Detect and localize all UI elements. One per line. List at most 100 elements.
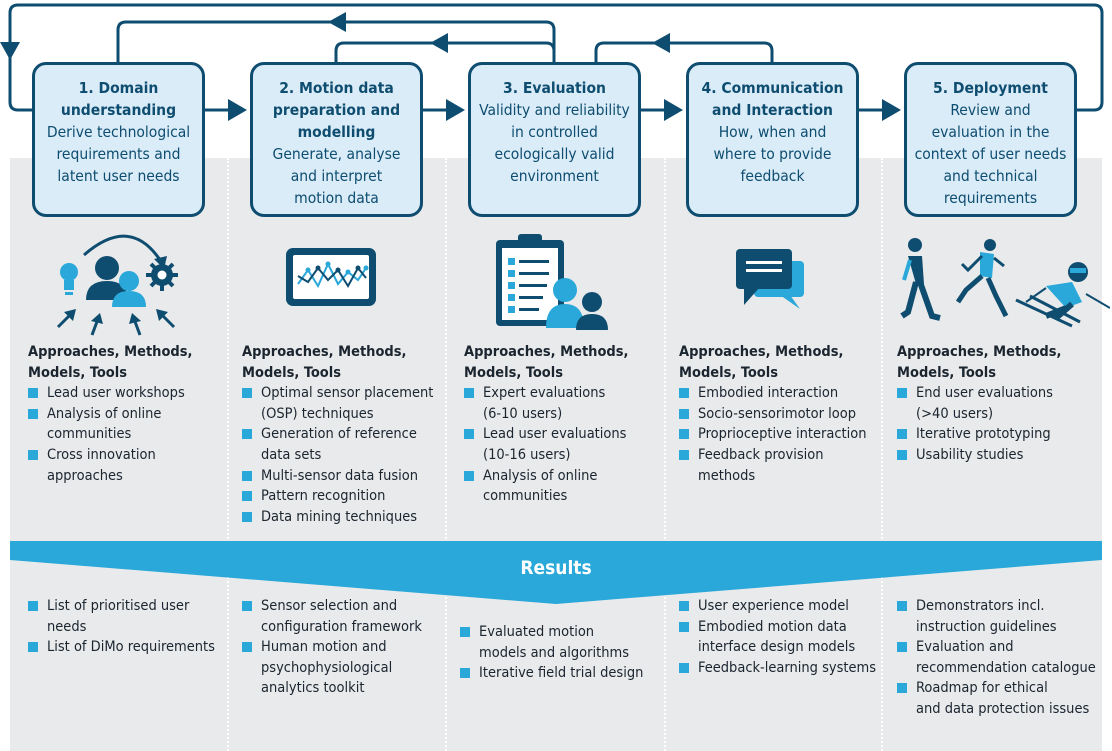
- stage-subtitle: ecologically valid: [494, 145, 615, 163]
- stage-title: preparation and: [272, 101, 401, 119]
- results-column-4: User experience model Embodied motion da…: [679, 596, 879, 678]
- stage-subtitle: motion data: [294, 189, 379, 207]
- list-item: Optimal sensor placement(OSP) techniques: [242, 383, 442, 424]
- approaches-heading: Models, Tools: [242, 364, 342, 381]
- list-item: Iterative prototyping: [897, 424, 1097, 445]
- column-separator: [445, 158, 447, 751]
- stage-subtitle: in controlled: [511, 123, 598, 141]
- results-list: Demonstrators incl.instruction guideline…: [897, 596, 1102, 720]
- stage-box-domain-understanding: 1. Domain understanding Derive technolog…: [32, 62, 205, 217]
- stage-subtitle: and interpret: [290, 167, 383, 185]
- results-list: User experience model Embodied motion da…: [679, 596, 879, 678]
- list-item: Feedback-learning systems: [679, 658, 879, 679]
- approaches-column-3: Approaches, Methods, Models, Tools Exper…: [464, 342, 660, 507]
- sensor-chart-icon: [286, 248, 376, 306]
- list-item: Usability studies: [897, 445, 1097, 466]
- stage-title: 5. Deployment: [933, 79, 1048, 97]
- stage-title: 4. Communication: [701, 79, 844, 97]
- list-item: Proprioceptive interaction: [679, 424, 879, 445]
- stage-title: 1. Domain: [78, 79, 159, 97]
- stage-subtitle: environment: [510, 167, 599, 185]
- stage-subtitle: Derive technological: [46, 123, 191, 141]
- column-separator: [881, 158, 883, 751]
- approaches-heading: Models, Tools: [679, 364, 779, 381]
- list-item: Feedback provision methods: [679, 445, 879, 486]
- stage-subtitle: Validity and reliability: [479, 101, 630, 119]
- approaches-column-5: Approaches, Methods, Models, Tools End u…: [897, 342, 1097, 466]
- list-item: End user evaluations(>40 users): [897, 383, 1097, 424]
- stage-subtitle: latent user needs: [57, 167, 180, 185]
- approaches-list: Optimal sensor placement(OSP) techniques…: [242, 383, 442, 527]
- stage-title: 3. Evaluation: [503, 79, 606, 97]
- approaches-heading: Approaches, Methods,: [464, 344, 629, 360]
- approaches-heading: Models, Tools: [897, 364, 997, 381]
- column-separator: [664, 158, 666, 751]
- approaches-column-1: Approaches, Methods, Models, Tools Lead …: [28, 342, 223, 486]
- clipboard-users-icon: [496, 234, 608, 330]
- stage-title: understanding: [60, 101, 177, 119]
- approaches-list: Expert evaluations(6-10 users) Lead user…: [464, 383, 660, 507]
- list-item: Socio-sensorimotor loop: [679, 404, 879, 425]
- stage-subtitle: where to provide: [713, 145, 832, 163]
- results-column-5: Demonstrators incl.instruction guideline…: [897, 596, 1102, 720]
- stage-subtitle: Review and: [950, 101, 1031, 119]
- list-item: Demonstrators incl.instruction guideline…: [897, 596, 1102, 637]
- list-item: Embodied interaction: [679, 383, 879, 404]
- approaches-column-2: Approaches, Methods, Models, Tools Optim…: [242, 342, 442, 527]
- stage-box-deployment: 5. Deployment Review and evaluation in t…: [904, 62, 1077, 217]
- walk-run-ski-icon: [900, 238, 1110, 328]
- approaches-heading: Approaches, Methods,: [28, 344, 193, 360]
- chat-bubbles-icon: [736, 249, 804, 309]
- stage-subtitle: requirements and: [56, 145, 181, 163]
- stage-subtitle: and technical: [943, 167, 1038, 185]
- stage-title: modelling: [297, 123, 376, 141]
- approaches-list: End user evaluations(>40 users) Iterativ…: [897, 383, 1097, 465]
- ideation-users-icon: [56, 234, 178, 336]
- stage-subtitle: Generate, analyse: [272, 145, 401, 163]
- stage-title: and Interaction: [712, 101, 833, 119]
- list-item: List of DiMo requirements: [28, 637, 223, 658]
- list-item: Pattern recognition: [242, 486, 442, 507]
- list-item: Iterative field trial design: [460, 663, 660, 684]
- list-item: Lead user workshops: [28, 383, 223, 404]
- approaches-heading: Models, Tools: [28, 364, 128, 381]
- list-item: Data mining techniques: [242, 507, 442, 528]
- list-item: Lead user evaluations(10-16 users): [464, 424, 660, 465]
- list-item: Multi-sensor data fusion: [242, 466, 442, 487]
- list-item: User experience model: [679, 596, 879, 617]
- column-separator: [227, 158, 229, 751]
- results-label: Results: [520, 557, 592, 579]
- approaches-list: Embodied interaction Socio-sensorimotor …: [679, 383, 879, 486]
- stage-subtitle: feedback: [740, 167, 805, 185]
- stage-subtitle: How, when and: [718, 123, 827, 141]
- list-item: Expert evaluations(6-10 users): [464, 383, 660, 424]
- stage-subtitle: requirements: [943, 189, 1038, 207]
- stage-subtitle: evaluation in the: [931, 123, 1050, 141]
- stage-box-motion-data: 2. Motion data preparation and modelling…: [250, 62, 423, 217]
- approaches-heading: Approaches, Methods,: [897, 344, 1062, 360]
- approaches-heading: Approaches, Methods,: [242, 344, 407, 360]
- stage-subtitle: context of user needs: [914, 145, 1067, 163]
- stage-box-communication: 4. Communication and Interaction How, wh…: [686, 62, 859, 217]
- approaches-heading: Models, Tools: [464, 364, 564, 381]
- approaches-column-4: Approaches, Methods, Models, Tools Embod…: [679, 342, 879, 486]
